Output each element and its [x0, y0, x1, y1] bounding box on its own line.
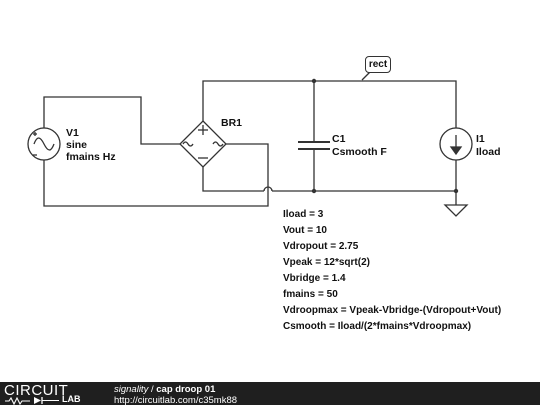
capacitor-symbol: [298, 141, 330, 150]
footer-separator: /: [148, 384, 157, 395]
br1-name-label: BR1: [221, 117, 243, 129]
c1-value-label: Csmooth F: [332, 146, 387, 158]
footer-bar: CIRCUIT LAB signality / cap droop 01 htt…: [0, 382, 540, 406]
logo-wave-icon: [5, 396, 59, 405]
logo-text-circuit: CIRCUIT: [4, 382, 69, 399]
footer-circuit-title: cap droop 01: [156, 384, 216, 395]
wire-bottom-rail: [272, 160, 457, 192]
v1-name-label: V1: [66, 127, 79, 139]
wire-v1-top: [43, 96, 180, 145]
equation-line: Vout = 10: [283, 225, 327, 236]
v1-freq-label: fmains Hz: [66, 151, 116, 163]
equation-line: fmains = 50: [283, 289, 338, 300]
equation-line: Vbridge = 1.4: [283, 273, 346, 284]
schematic-canvas: [27, 70, 473, 217]
junction-dot: [311, 188, 317, 194]
i1-name-label: I1: [476, 133, 485, 145]
wire-v1-bottom: [43, 143, 269, 207]
sine-source-symbol: [27, 127, 61, 161]
logo-text-lab: LAB: [62, 394, 81, 404]
equation-line: Iload = 3: [283, 209, 324, 220]
circuitlab-logo[interactable]: CIRCUIT LAB: [4, 383, 104, 405]
wire-bridge-minus: [202, 167, 264, 192]
wire-hop: [263, 186, 273, 192]
ground-icon: [443, 204, 469, 217]
equation-line: Vpeak = 12*sqrt(2): [283, 257, 370, 268]
footer-user-link[interactable]: signality: [114, 384, 149, 395]
c1-name-label: C1: [332, 133, 346, 145]
junction-dot: [453, 188, 459, 194]
net-label-rect: rect: [365, 56, 391, 73]
v1-type-label: sine: [66, 139, 88, 151]
footer-title-line: signality / cap droop 01: [114, 384, 215, 395]
footer-url-link[interactable]: http://circuitlab.com/c35mk88: [114, 395, 238, 406]
equation-line: Vdroopmax = Vpeak-Vbridge-(Vdropout+Vout…: [283, 305, 502, 316]
junction-dot: [311, 78, 317, 84]
i1-value-label: Iload: [476, 146, 501, 158]
equation-line: Vdropout = 2.75: [283, 241, 359, 252]
equation-line: Csmooth = Iload/(2*fmains*Vdroopmax): [283, 321, 472, 332]
current-source-symbol: [439, 127, 473, 161]
wire-bridge-plus: [202, 80, 457, 128]
bridge-rectifier-symbol: [179, 120, 227, 168]
